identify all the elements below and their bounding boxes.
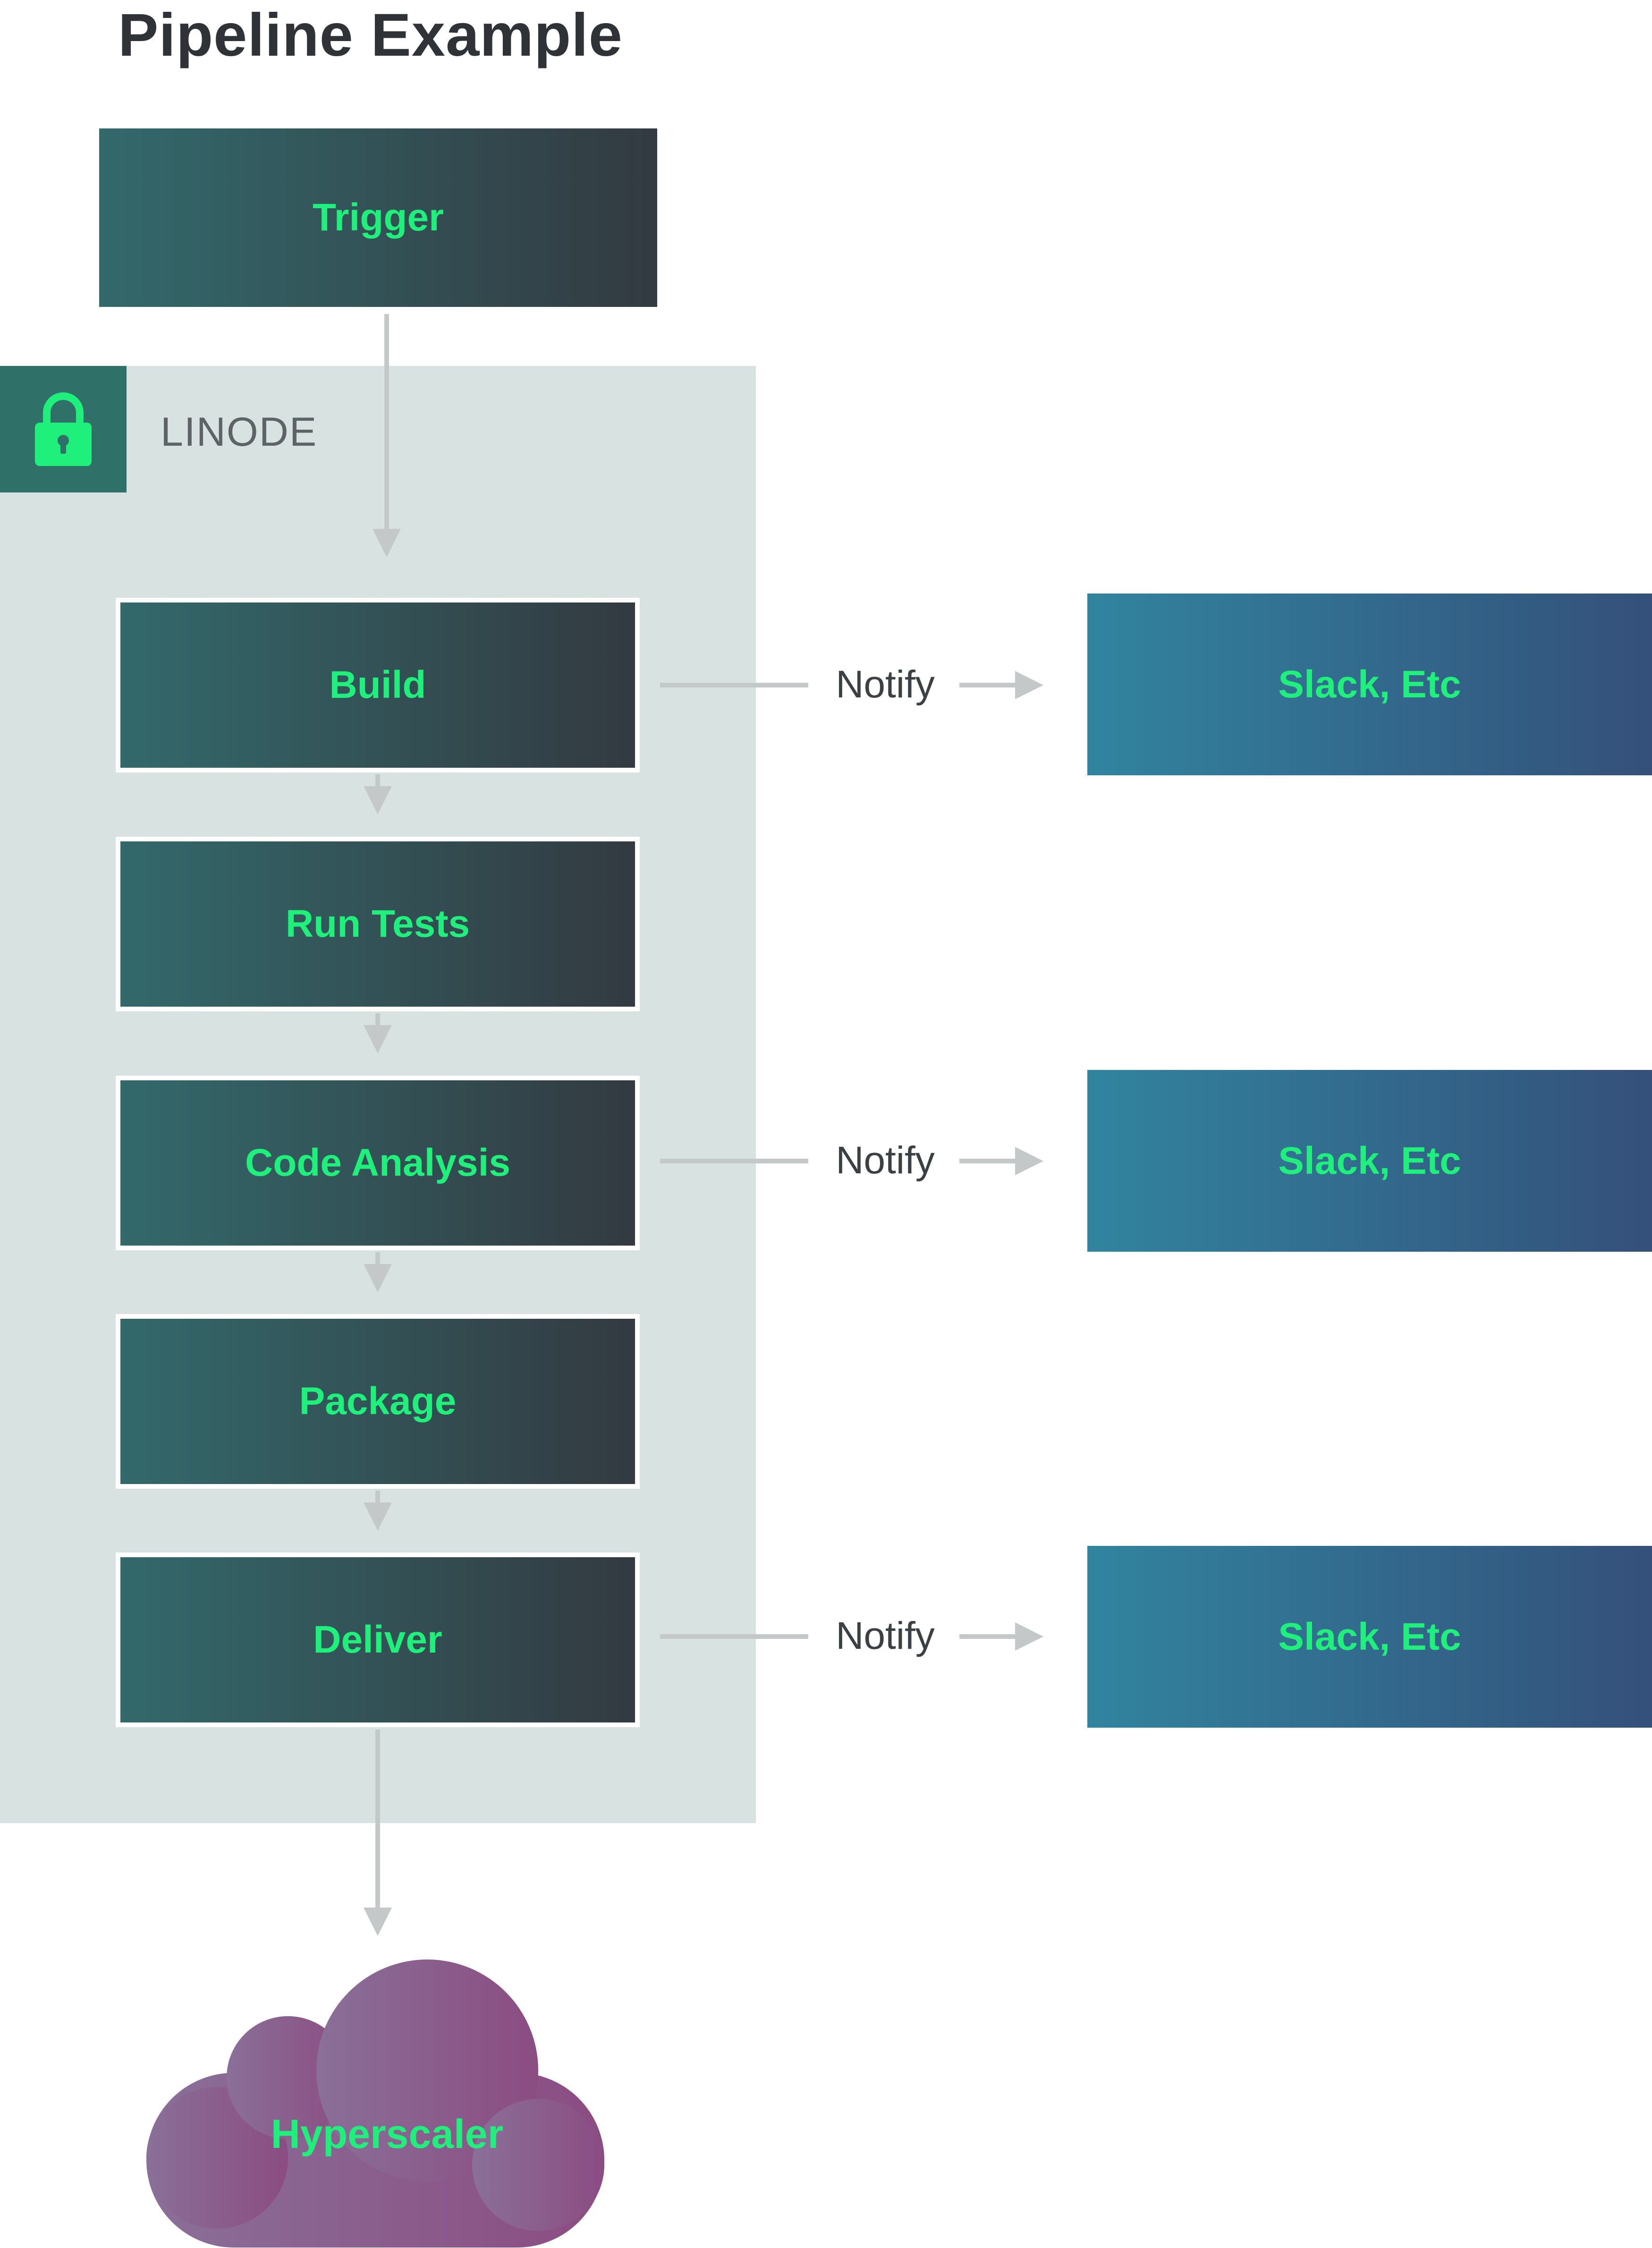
notify-label: Notify xyxy=(836,1139,935,1182)
trigger-label: Trigger xyxy=(313,196,444,239)
cloud-icon xyxy=(146,1960,604,2248)
linode-label: LINODE xyxy=(161,409,318,455)
notify-target-label: Slack, Etc xyxy=(1278,1139,1461,1182)
step-label: Build xyxy=(329,663,426,706)
trigger-box: Trigger xyxy=(99,128,657,307)
notify-target-box: Slack, Etc xyxy=(1087,1546,1652,1728)
notify-label: Notify xyxy=(836,663,935,706)
notify-target-label: Slack, Etc xyxy=(1278,662,1461,706)
notify-target-label: Slack, Etc xyxy=(1278,1615,1461,1658)
notify-label: Notify xyxy=(836,1614,935,1657)
diagram-title: Pipeline Example xyxy=(118,1,623,69)
step-package: Package xyxy=(116,1314,640,1489)
step-label: Package xyxy=(299,1380,457,1423)
lock-icon xyxy=(35,392,92,466)
step-label: Run Tests xyxy=(285,902,470,945)
step-run-tests: Run Tests xyxy=(116,837,640,1011)
step-label: Code Analysis xyxy=(245,1141,511,1184)
linode-lock-badge xyxy=(0,366,127,492)
step-label: Deliver xyxy=(313,1618,442,1661)
notify-target-box: Slack, Etc xyxy=(1087,594,1652,775)
step-build: Build xyxy=(116,598,640,772)
notify-target-box: Slack, Etc xyxy=(1087,1070,1652,1252)
cloud-label: Hyperscaler xyxy=(271,2112,504,2157)
step-code-analysis: Code Analysis xyxy=(116,1076,640,1250)
step-deliver: Deliver xyxy=(116,1552,640,1727)
